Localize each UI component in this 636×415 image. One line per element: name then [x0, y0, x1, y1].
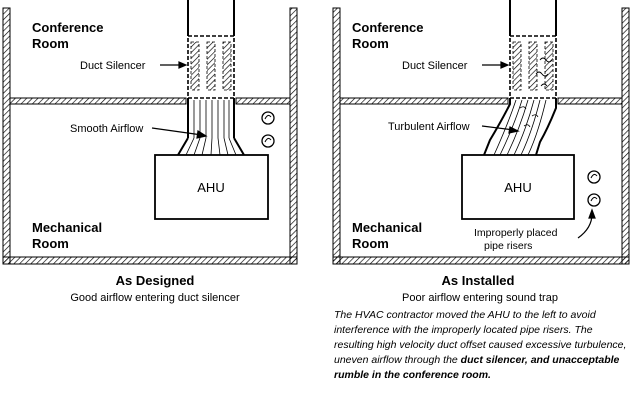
right-wall-right [621, 7, 630, 265]
right-mechanical-room-line1: Mechanical [352, 220, 422, 235]
right-mechanical-room-line2: Room [352, 236, 389, 251]
left-caption-subtitle: Good airflow entering duct silencer [70, 292, 240, 304]
left-slab-b [235, 97, 291, 105]
left-duct-silencer [187, 35, 235, 99]
left-conference-room-line2: Room [32, 36, 69, 51]
right-slab-b [557, 97, 623, 105]
left-mechanical-room-line2: Room [32, 236, 69, 251]
left-caption-title: As Designed [115, 273, 195, 288]
left-floor [2, 256, 298, 265]
right-airflow-label: Turbulent Airflow [388, 121, 470, 133]
left-wall-left [2, 7, 11, 265]
right-caption-subtitle: Poor airflow entering sound trap [402, 292, 558, 304]
right-conference-room-line2: Room [352, 36, 389, 51]
right-ahu-box [461, 154, 575, 220]
right-floor [332, 256, 630, 265]
left-callout-arrows [151, 61, 208, 139]
left-conference-room-line1: Conference [32, 20, 104, 35]
right-pipe-riser-icons [587, 170, 601, 207]
left-mechanical-room-line1: Mechanical [32, 220, 102, 235]
right-slab-a [339, 97, 509, 105]
note-bold-1: duct silencer, and unacceptable [460, 354, 620, 366]
right-offset-duct [483, 98, 557, 156]
right-ahu-label: AHU [504, 180, 531, 195]
right-wall-left [332, 7, 341, 265]
note-bold-2: rumble in the conference room. [334, 369, 491, 381]
left-airflow-label: Smooth Airflow [70, 123, 143, 135]
left-pipe-riser-icons [261, 111, 275, 148]
right-caption-title: As Installed [441, 273, 515, 288]
right-duct-silencer-label: Duct Silencer [402, 60, 468, 72]
left-smooth-duct [177, 98, 245, 156]
risers-label-line2: pipe risers [484, 240, 532, 252]
right-duct-silencer [509, 35, 557, 99]
left-ahu-box [154, 154, 269, 220]
left-duct-silencer-label: Duct Silencer [80, 60, 146, 72]
left-wall-right [289, 7, 298, 265]
left-ahu-label: AHU [197, 180, 224, 195]
as-installed-diagram: Conference Room Duct Silencer Turbulent … [332, 0, 630, 265]
as-designed-diagram: Conference Room Duct Silencer Smooth Air… [2, 0, 298, 265]
right-callout-arrows [481, 61, 596, 239]
explanation-note: The HVAC contractor moved the AHU to the… [334, 308, 630, 383]
risers-label-line1: Improperly placed [474, 227, 558, 239]
left-slab-a [9, 97, 187, 105]
right-conference-room-line1: Conference [352, 20, 424, 35]
note-text: The HVAC contractor moved the AHU to the… [334, 309, 627, 366]
